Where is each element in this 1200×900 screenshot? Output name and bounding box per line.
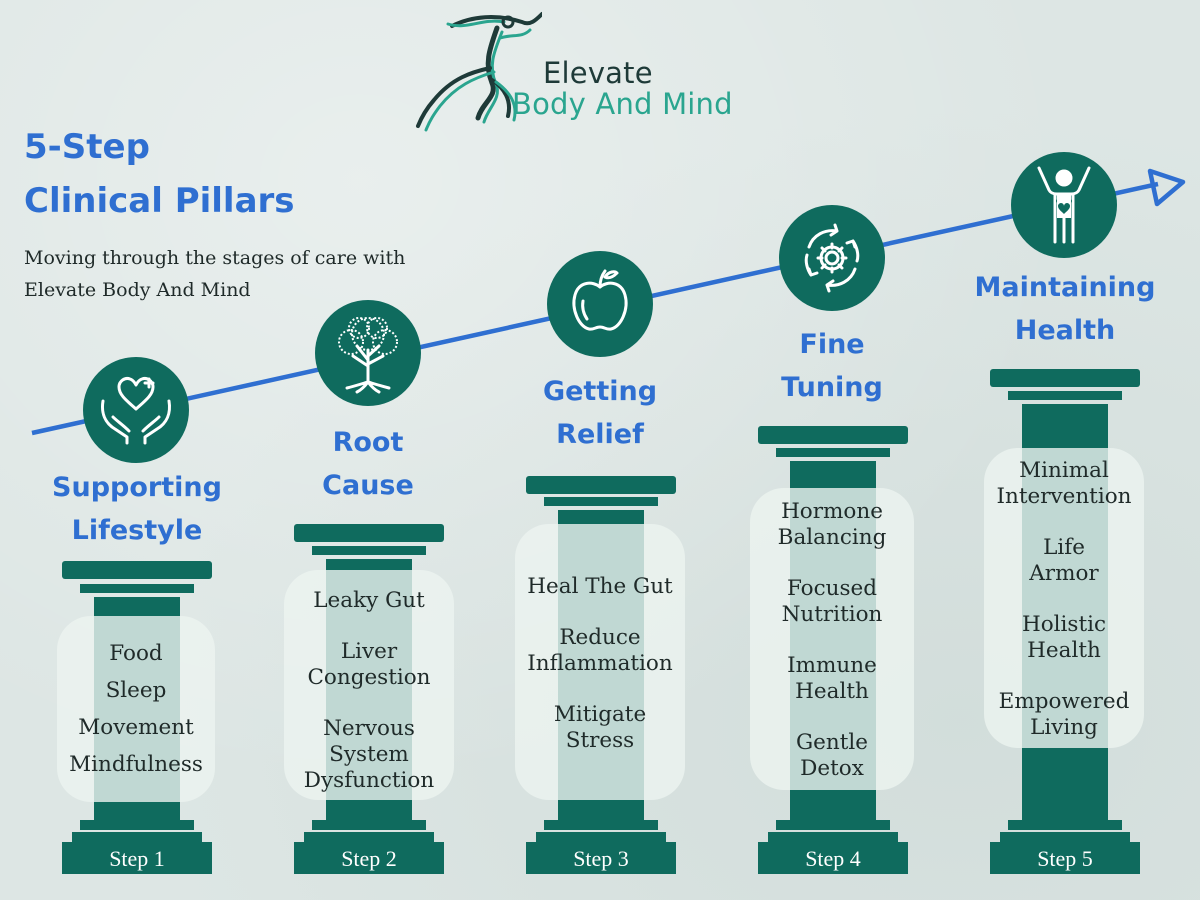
step-4-icon-circle	[779, 205, 885, 311]
step-5-item-empowered-line-1: Empowered	[998, 689, 1130, 714]
step-3-title-line-2: Relief	[556, 419, 644, 450]
step-3-item-reduce-line-2: Inflammation	[527, 651, 673, 676]
step-4-title: Fine Tuning	[712, 323, 952, 409]
heart-hands-icon	[101, 377, 171, 445]
step-5-item-minimal-line-1: Minimal	[1019, 458, 1109, 483]
step-3-item-mitigate-line-1: Mitigate	[553, 702, 647, 727]
step-4-item-focused-line-1: Focused	[786, 576, 878, 601]
step-3-icon-circle	[547, 251, 653, 357]
step-2-item-nervous-line-3: Dysfunction	[303, 768, 435, 793]
step-1-item-mindfulness: Mindfulness	[69, 752, 203, 777]
step-1-icon-circle	[83, 357, 189, 463]
step-1-item-movement: Movement	[78, 715, 194, 740]
step-5-item-empowered-line-2: Living	[1030, 715, 1098, 740]
step-3-item-mitigate-line-2: Stress	[565, 728, 635, 753]
pillar-capital	[526, 476, 676, 494]
pillar-capital-ring	[544, 497, 658, 506]
pillar-capital-ring	[1008, 391, 1122, 400]
step-1-item-sleep: Sleep	[105, 678, 167, 703]
step-4-label: Step 4	[758, 842, 908, 874]
page-subtitle: Moving through the stages of care with E…	[24, 242, 405, 306]
step-3-label: Step 3	[526, 842, 676, 874]
step-2-title: Root Cause	[248, 421, 488, 507]
pillar-capital-ring	[80, 584, 194, 593]
step-4-item-immune-line-1: Immune	[787, 653, 877, 678]
pillar-base-ring	[312, 820, 426, 830]
page-subtitle-line-2: Elevate Body And Mind	[24, 279, 251, 301]
step-4-item-detox-line-1: Gentle	[796, 730, 868, 755]
step-1-item-food: Food	[109, 641, 163, 666]
progress-arrow-head	[1147, 168, 1186, 207]
apple-icon	[572, 269, 628, 331]
page-title: 5-Step Clinical Pillars	[24, 120, 295, 228]
tree-roots-icon	[338, 317, 398, 394]
pillar-capital-ring	[776, 448, 890, 457]
step-4-item-immune-line-2: Health	[795, 679, 869, 704]
step-5-icon-circle	[1011, 152, 1117, 258]
step-5-items: Minimal Intervention Life Armor Holistic…	[984, 448, 1144, 748]
pillar-base	[72, 832, 202, 842]
step-5-title-line-1: Maintaining	[974, 272, 1156, 303]
logo: Elevate Body And Mind	[412, 8, 792, 133]
page-title-line-1: 5-Step	[24, 127, 150, 167]
step-2-item-liver-line-2: Congestion	[307, 665, 431, 690]
step-4-item-hormone-line-2: Balancing	[777, 525, 887, 550]
page-subtitle-line-1: Moving through the stages of care with	[24, 247, 406, 269]
step-4-item-detox-line-2: Detox	[800, 756, 864, 781]
step-4-title-line-2: Tuning	[781, 372, 883, 403]
step-5-title-line-2: Health	[1014, 315, 1116, 346]
step-3-item-heal-the-gut: Heal The Gut	[527, 574, 673, 599]
pillar-base-ring	[1008, 820, 1122, 830]
step-1-title: Supporting Lifestyle	[17, 466, 257, 552]
step-1-items: Food Sleep Movement Mindfulness	[57, 616, 215, 802]
step-5-item-minimal-line-2: Intervention	[996, 484, 1132, 509]
pillar-base	[536, 832, 666, 842]
logo-text-elevate: Elevate	[543, 56, 653, 90]
step-5-label: Step 5	[990, 842, 1140, 874]
gear-cycle-icon	[804, 223, 860, 293]
step-3-title-line-1: Getting	[542, 376, 658, 407]
step-4-item-focused-line-2: Nutrition	[781, 602, 883, 627]
step-1-label: Step 1	[62, 842, 212, 874]
pillar-capital	[758, 426, 908, 444]
step-2-icon-circle	[315, 300, 421, 406]
logo-text-body-and-mind: Body And Mind	[512, 87, 733, 121]
step-5-item-holistic-line-1: Holistic	[1021, 612, 1107, 637]
step-3-item-reduce-line-1: Reduce	[559, 625, 641, 650]
step-1-title-line-1: Supporting	[52, 472, 222, 503]
pillar-capital	[294, 524, 444, 542]
pillar-capital-ring	[312, 546, 426, 555]
step-4-item-hormone-line-1: Hormone	[781, 499, 883, 524]
step-2-item-leaky-gut: Leaky Gut	[313, 588, 425, 613]
step-2-title-line-1: Root	[332, 427, 404, 458]
runner-logo-icon	[416, 12, 542, 132]
step-2-item-nervous-line-2: System	[329, 742, 409, 767]
pillar-capital	[990, 369, 1140, 387]
step-3-title: Getting Relief	[480, 370, 720, 456]
step-2-item-liver-line-1: Liver	[340, 639, 398, 664]
pillar-base-ring	[80, 820, 194, 830]
step-4-title-line-1: Fine	[799, 329, 865, 360]
page-title-line-2: Clinical Pillars	[24, 181, 295, 221]
pillar-base-ring	[776, 820, 890, 830]
pillar-base-ring	[544, 820, 658, 830]
step-2-label: Step 2	[294, 842, 444, 874]
pillar-capital	[62, 561, 212, 579]
step-4-items: Hormone Balancing Focused Nutrition Immu…	[750, 488, 914, 790]
pillar-base	[304, 832, 434, 842]
step-3-items: Heal The Gut Reduce Inflammation Mitigat…	[515, 524, 685, 800]
step-5-title: Maintaining Health	[945, 266, 1185, 352]
step-2-item-nervous-line-1: Nervous	[323, 716, 415, 741]
step-2-items: Leaky Gut Liver Congestion Nervous Syste…	[284, 570, 454, 800]
step-1-title-line-2: Lifestyle	[71, 515, 203, 546]
step-2-title-line-2: Cause	[322, 470, 414, 501]
step-5-item-holistic-line-2: Health	[1027, 638, 1101, 663]
step-5-item-life-line-1: Life	[1043, 535, 1085, 560]
pillar-base	[768, 832, 898, 842]
step-5-item-life-line-2: Armor	[1029, 561, 1099, 586]
pillar-base	[1000, 832, 1130, 842]
person-heart-icon	[1037, 166, 1091, 244]
